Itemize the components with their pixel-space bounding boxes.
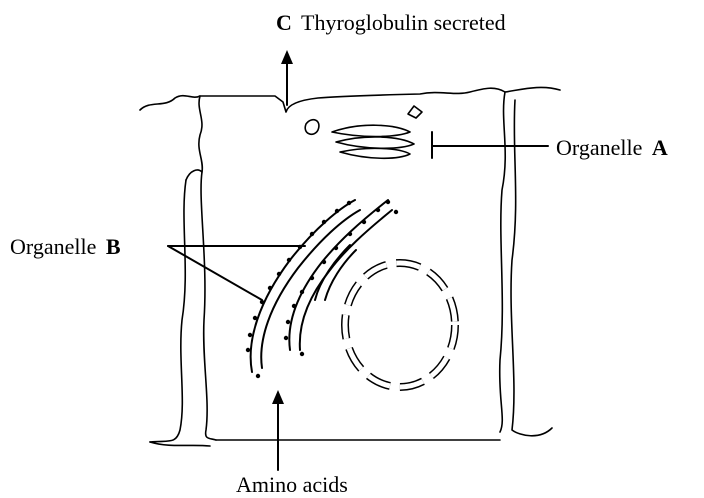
label-organelle-a: Organelle A bbox=[556, 135, 668, 160]
left-wall-top bbox=[186, 170, 202, 180]
apical-membrane bbox=[140, 87, 560, 112]
right-neighbour-wall bbox=[500, 92, 506, 432]
label-amino-acids: Amino acids bbox=[236, 472, 348, 497]
arrow-up-icon bbox=[281, 50, 293, 64]
label-b-text: Organelle bbox=[10, 234, 96, 259]
label-a-text: Organelle bbox=[556, 135, 642, 160]
golgi-apparatus bbox=[305, 106, 422, 158]
b-pointer bbox=[168, 246, 305, 300]
ribosome-dots bbox=[246, 200, 398, 378]
right-outer-wall bbox=[511, 100, 552, 436]
label-c-letter: C bbox=[276, 10, 292, 35]
label-c-text: Thyroglobulin secreted bbox=[301, 10, 506, 35]
a-pointer bbox=[432, 132, 548, 158]
label-c: C Thyroglobulin secreted bbox=[276, 10, 506, 35]
label-a-letter: A bbox=[652, 135, 668, 160]
label-b-letter: B bbox=[106, 234, 121, 259]
arrow-up-icon bbox=[272, 390, 284, 404]
label-organelle-b: Organelle B bbox=[10, 234, 121, 259]
amino-arrow bbox=[272, 390, 284, 470]
nucleus bbox=[345, 263, 455, 387]
basal-outer bbox=[150, 442, 210, 446]
left-outer-wall bbox=[150, 180, 186, 442]
rough-er bbox=[246, 200, 398, 378]
c-arrow bbox=[281, 50, 293, 105]
